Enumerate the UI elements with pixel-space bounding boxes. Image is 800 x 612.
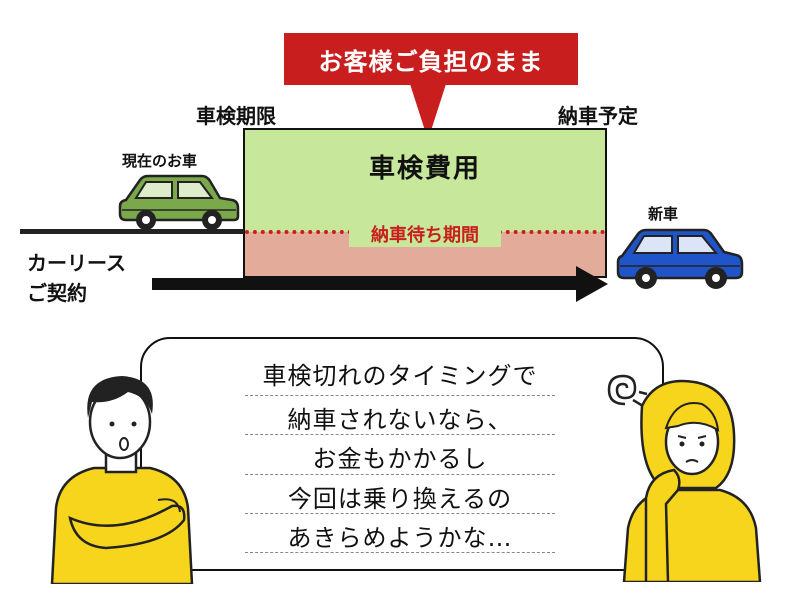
waiting-period-title: 納車待ち期間 xyxy=(349,221,501,247)
inspection-deadline-label: 車検期限 xyxy=(196,104,276,128)
speech-separator xyxy=(245,434,555,435)
inspection-cost-period xyxy=(243,128,607,232)
blue-car-icon xyxy=(616,228,744,289)
burden-callout: お客様ご負担のまま xyxy=(284,33,578,85)
woman-worried-icon xyxy=(622,379,762,582)
swirl-confusion-icon xyxy=(607,374,648,408)
speech-separator xyxy=(245,474,555,475)
speech-line-2: 納車されないなら、 xyxy=(287,406,513,434)
burden-callout-text: お客様ご負担のまま xyxy=(318,47,544,76)
speech-line-3: お金もかかるし xyxy=(312,445,488,473)
inspection-cost-title: 車検費用 xyxy=(368,154,481,184)
car-lease-line1: カーリース xyxy=(27,251,126,275)
new-car-label: 新車 xyxy=(648,205,679,223)
speech-separator xyxy=(245,513,555,514)
speech-bubble xyxy=(140,337,664,571)
car-lease-line2: ご契約 xyxy=(27,281,87,305)
green-car-icon xyxy=(118,174,240,230)
current-car-label: 現在のお車 xyxy=(122,152,198,170)
man-arms-crossed-icon xyxy=(50,376,194,584)
road-line xyxy=(20,229,244,234)
delivery-scheduled-label: 納車予定 xyxy=(558,104,638,128)
speech-line-5: あきらめようかな… xyxy=(287,524,513,552)
speech-separator xyxy=(245,552,555,553)
speech-line-4: 今回は乗り換えるの xyxy=(287,485,513,513)
speech-separator xyxy=(245,395,555,396)
speech-line-1: 車検切れのタイミングで xyxy=(262,362,538,390)
timeline-arrow-shaft xyxy=(152,278,580,290)
timeline-arrow-head xyxy=(576,266,608,302)
car-lease-contract-label: カーリース ご契約 xyxy=(27,248,126,308)
